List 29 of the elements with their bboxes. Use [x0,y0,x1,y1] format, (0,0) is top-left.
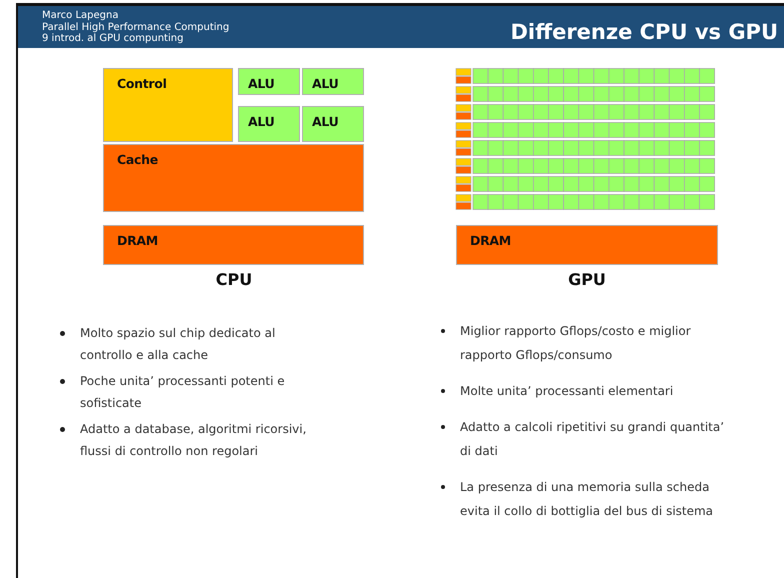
alu-block [302,106,364,142]
header-text: Parallel High Performance Computing [42,22,230,32]
block-label: Control [117,76,167,91]
dram-block [456,225,718,265]
alu-block [302,68,364,95]
bullet-text: Molte unita’ processanti elementari [460,383,674,400]
block-label: ALU [248,114,274,129]
header-text: 9 introd. al GPU compunting [42,33,184,44]
bullet-text: La presenza di una memoria sulla scheda evita il collo di bottiglia del bus di sistema [460,479,714,520]
block-label: DRAM [117,233,158,248]
block-label: ALU [312,76,338,91]
block-label: Cache [117,152,158,167]
block-label: DRAM [470,233,511,248]
bullet-text: Poche unita’ processanti potenti e sofisticate [80,373,286,412]
slide-title: Differenze CPU vs GPU [510,19,778,45]
bullet-text: Miglior rapporto Gflops/costo e miglior rapporto Gflops/consumo [460,323,692,364]
alu-block [238,68,300,95]
block-label: ALU [312,114,338,129]
cache-block [103,144,364,212]
dram-block [103,225,364,265]
diagram-caption: GPU [568,270,606,289]
bullet-text: Molto spazio sul chip dedicato al controllo e alla cache [80,325,276,364]
control-block [103,68,233,142]
bullet-text: Adatto a calcoli ripetitivi su grandi quantita’ di dati [460,419,726,460]
block-label: ALU [248,76,274,91]
header-text: Marco Lapegna [42,10,120,22]
alu-block [238,106,300,142]
bullet-text: Adatto a database, algoritmi ricorsivi, flussi di controllo non regolari [80,421,308,460]
diagram-caption: CPU [216,270,252,289]
